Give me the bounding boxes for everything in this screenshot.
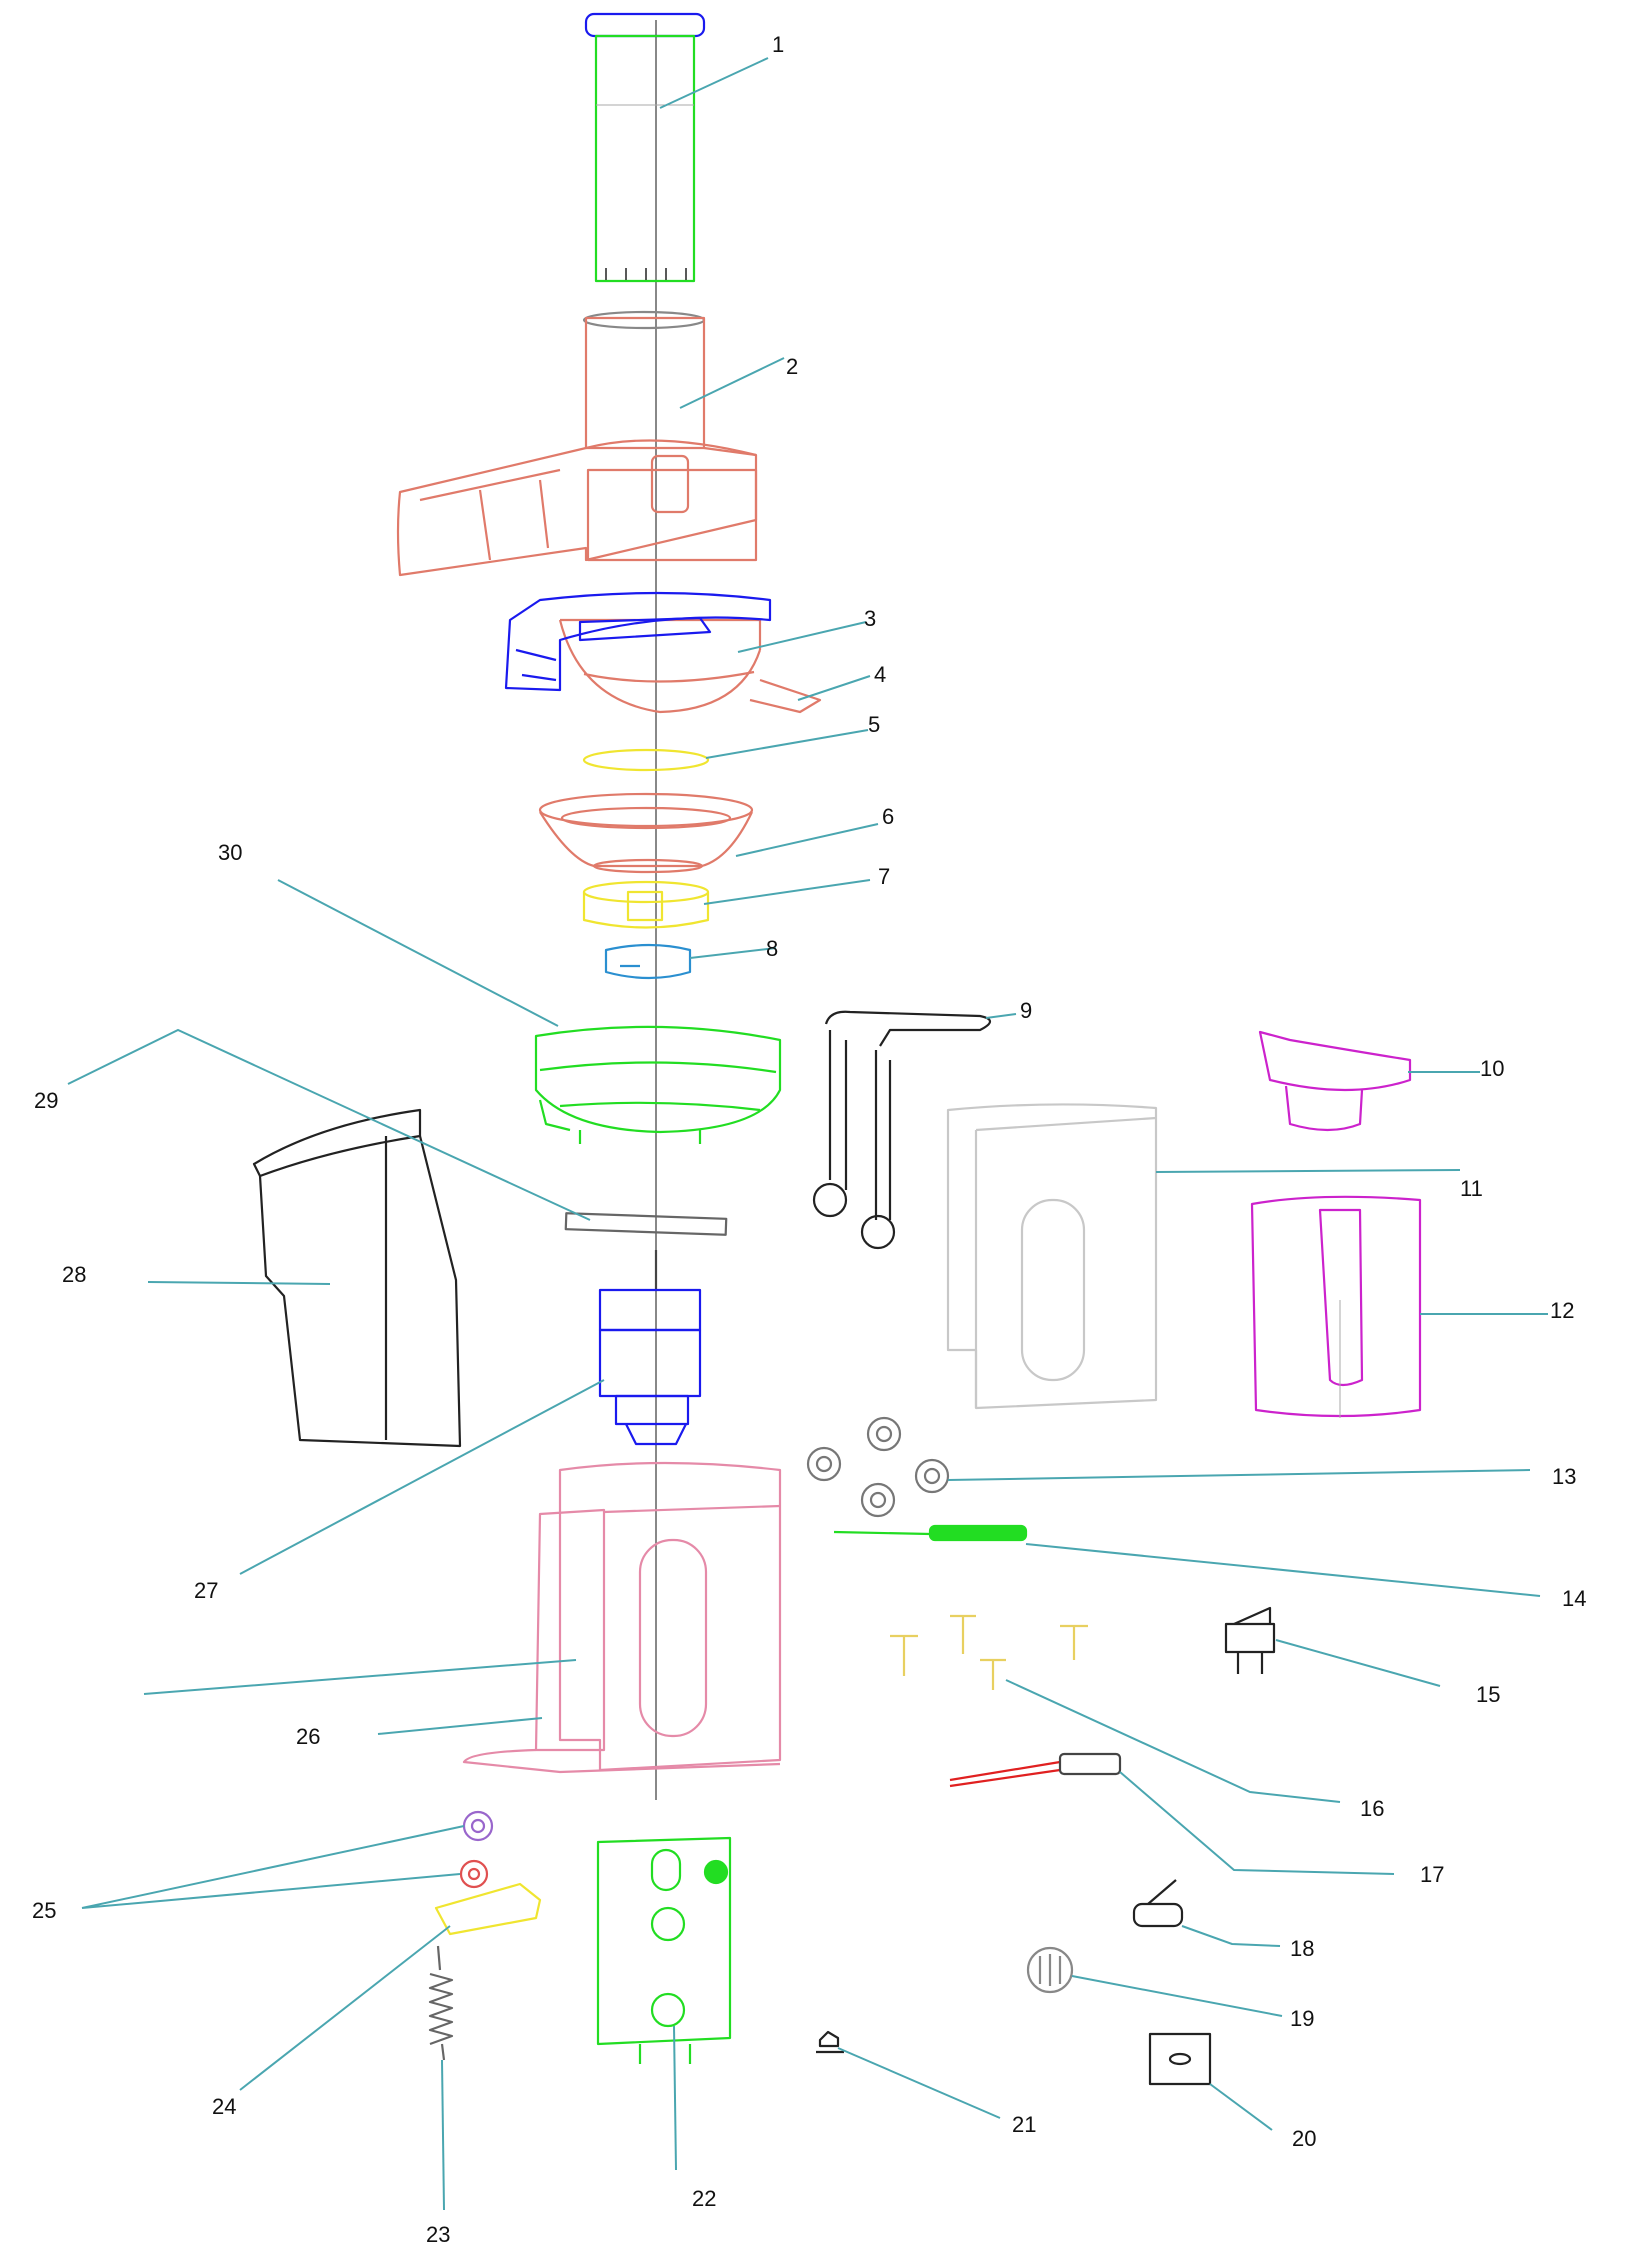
label-1: 1: [772, 32, 784, 57]
label-26: 26: [296, 1724, 320, 1749]
leader-6: [735, 823, 879, 857]
leader-18: [1181, 1925, 1281, 1947]
leader-21: [837, 2047, 1001, 2119]
leader-2: [679, 357, 785, 409]
part-pulp-container: [252, 1108, 462, 1448]
label-17: 17: [1420, 1862, 1444, 1887]
label-5: 5: [868, 712, 880, 737]
label-12: 12: [1550, 1298, 1574, 1323]
part-lever: [434, 1882, 542, 1936]
leader-5: [705, 729, 869, 759]
leader-16: [1005, 1679, 1341, 1803]
part-switch: [1224, 1606, 1276, 1674]
part-screws: [890, 1614, 1088, 1690]
leader-25: [81, 1825, 465, 1909]
part-pusher: [584, 12, 706, 283]
label-9: 9: [1020, 998, 1032, 1023]
part-locking-arm: [812, 1010, 992, 1250]
label-23: 23: [426, 2222, 450, 2247]
label-16: 16: [1360, 1796, 1384, 1821]
label-7: 7: [878, 864, 890, 889]
label-30: 30: [218, 840, 242, 865]
label-14: 14: [1562, 1586, 1586, 1611]
leader-29: [67, 1028, 591, 1221]
label-13: 13: [1552, 1464, 1576, 1489]
part-gasket: [564, 1212, 728, 1236]
leader-23: [441, 2059, 445, 2211]
part-small-clip: [816, 2030, 844, 2054]
part-motor-housing: [462, 1461, 782, 1774]
label-20: 20: [1292, 2126, 1316, 2151]
part-foot-pads: [806, 1416, 950, 1518]
leader-1: [659, 57, 769, 109]
part-filter-basket: [538, 792, 754, 874]
part-plate: [1148, 2032, 1212, 2086]
leader-4: [797, 675, 871, 701]
label-2: 2: [786, 354, 798, 379]
part-jug-lid: [1258, 1030, 1412, 1132]
part-back-panel: [946, 1103, 1158, 1410]
part-motor-cover: [534, 1025, 782, 1144]
part-motor: [598, 1250, 702, 1446]
part-washers: [459, 1810, 494, 1889]
leader-27: [239, 1379, 605, 1575]
part-labels: 1 2 3 4 5 6 7 8 9 10 11 12 13 14 15 16 1…: [32, 32, 1586, 2247]
label-19: 19: [1290, 2006, 1314, 2031]
leader-3: [737, 621, 867, 653]
label-28: 28: [62, 1262, 86, 1287]
leader-11: [1155, 1169, 1461, 1173]
leader-8: [689, 947, 777, 959]
leader-lines: [67, 57, 1548, 2211]
part-juice-jug: [1250, 1195, 1422, 1418]
label-15: 15: [1476, 1682, 1500, 1707]
part-power-cord: [949, 1752, 1122, 1788]
part-cutter-disk: [582, 880, 710, 929]
label-6: 6: [882, 804, 894, 829]
part-knob: [1026, 1946, 1074, 1994]
part-coupler: [604, 943, 692, 980]
leader-15: [1275, 1639, 1441, 1687]
part-control-board: [596, 1836, 732, 2064]
label-27: 27: [194, 1578, 218, 1603]
part-cover: [396, 310, 758, 577]
label-3: 3: [864, 606, 876, 631]
label-10: 10: [1480, 1056, 1504, 1081]
part-cleaning-brush: [833, 1524, 1028, 1542]
leader-13: [947, 1469, 1531, 1481]
part-bowl-rim: [504, 591, 772, 692]
leader-26: [143, 1659, 577, 1735]
leader-22: [673, 2025, 677, 2171]
label-8: 8: [766, 936, 778, 961]
leader-20: [1209, 2083, 1273, 2131]
leader-9: [985, 1013, 1017, 1019]
label-24: 24: [212, 2094, 236, 2119]
leader-24: [239, 1925, 451, 2091]
leader-7: [703, 879, 871, 905]
part-ring: [582, 748, 710, 772]
leader-14: [1025, 1543, 1541, 1597]
label-4: 4: [874, 662, 886, 687]
label-25: 25: [32, 1898, 56, 1923]
label-21: 21: [1012, 2112, 1036, 2137]
label-11: 11: [1460, 1176, 1483, 1201]
label-29: 29: [34, 1088, 58, 1113]
label-22: 22: [692, 2186, 716, 2211]
label-18: 18: [1290, 1936, 1314, 1961]
part-clip: [1132, 1879, 1184, 1928]
leader-28: [147, 1281, 331, 1285]
leader-17: [1119, 1771, 1395, 1875]
part-spring: [428, 1945, 454, 2061]
leader-19: [1071, 1975, 1283, 2017]
leader-30: [277, 879, 559, 1027]
